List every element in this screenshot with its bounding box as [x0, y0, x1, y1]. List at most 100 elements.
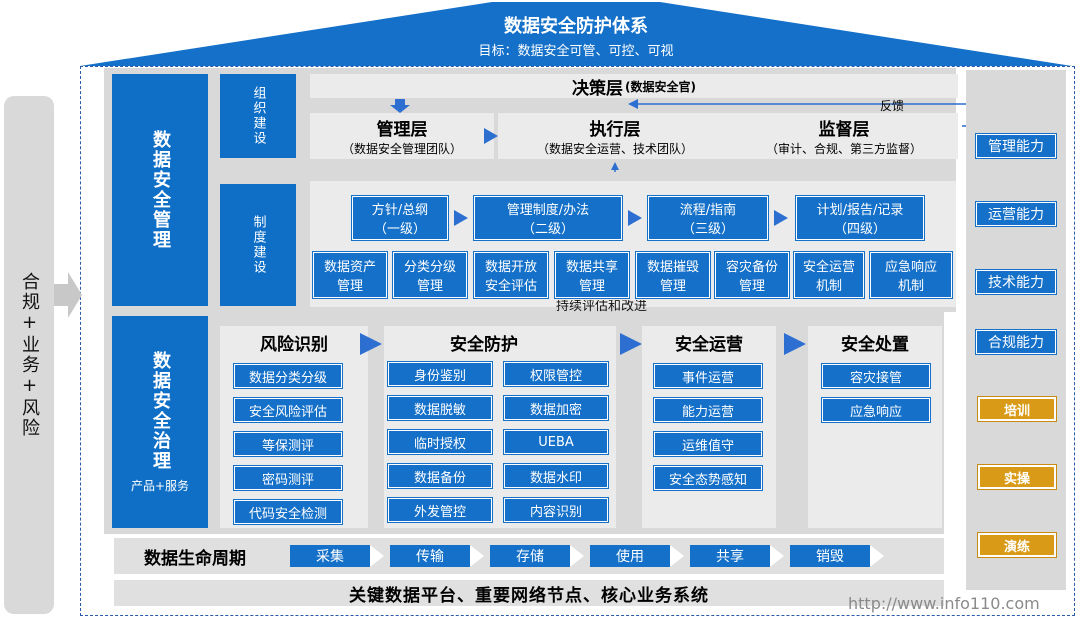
capability-practice[interactable]: 实操: [978, 465, 1056, 489]
doc-level-3-sub: （三级）: [681, 222, 734, 237]
roof-subtitle: 目标：数据安全可管、可控、可视: [478, 43, 674, 59]
risk-item-5[interactable]: 代码安全检测: [234, 500, 342, 524]
right-arrow-icon: [484, 128, 498, 144]
risk-item-4[interactable]: 密码测评: [234, 466, 342, 490]
roof: 数据安全防护体系 目标：数据安全可管、可控、可视: [80, 0, 1072, 66]
protect-item-6[interactable]: 权限管控: [504, 362, 608, 386]
policy-3-line2: 安全评估: [484, 279, 537, 294]
lifecycle-stage-4[interactable]: 使用: [590, 545, 670, 567]
protect-title: 安全防护: [450, 334, 518, 355]
feedback-line: [611, 99, 971, 172]
policy-1[interactable]: 数据资产管理: [313, 252, 387, 298]
policy-3[interactable]: 数据开放安全评估: [474, 252, 548, 298]
layer-management[interactable]: 管理层 （数据安全管理团队）: [310, 113, 494, 159]
lifecycle-stage-5[interactable]: 共享: [690, 545, 770, 567]
governance-sub: 产品+服务: [130, 478, 190, 493]
protect-panel: [384, 326, 616, 528]
policy-4-line1: 数据共享: [565, 260, 618, 275]
decision-title: 决策层: [572, 78, 623, 99]
doc-level-1-title: 方针/总纲: [371, 203, 429, 218]
policy-6-line2: 管理: [738, 279, 765, 294]
policy-7-line2: 机制: [815, 279, 842, 294]
layer-supervision[interactable]: 监督层 （审计、合规、第三方监督）: [735, 113, 953, 159]
ops-item-1[interactable]: 事件运营: [654, 364, 762, 388]
policy-4[interactable]: 数据共享管理: [555, 252, 629, 298]
policy-4-line2: 管理: [578, 279, 605, 294]
roof-title: 数据安全防护体系: [504, 15, 648, 37]
doc-level-1[interactable]: 方针/总纲 （一级）: [352, 196, 448, 240]
ops-item-2[interactable]: 能力运营: [654, 398, 762, 422]
policy-2[interactable]: 分类分级管理: [393, 252, 467, 298]
chevron-right-icon: [870, 545, 884, 567]
protect-item-1[interactable]: 身份鉴别: [388, 362, 492, 386]
ops-panel: [642, 326, 776, 528]
policy-6-line1: 容灾备份: [725, 260, 778, 275]
left-pillar-label: 合规+业务+风险: [19, 272, 40, 438]
lifecycle-stage-6[interactable]: 销毁: [790, 545, 870, 567]
foundation-label: 关键数据平台、重要网络节点、核心业务系统: [349, 585, 709, 606]
lifecycle-stage-2[interactable]: 传输: [390, 545, 470, 567]
risk-panel: [220, 326, 368, 528]
lifecycle-stage-3[interactable]: 存储: [490, 545, 570, 567]
system-build-label: 制度建设: [250, 215, 266, 275]
ops-title: 安全运营: [675, 334, 743, 355]
doc-level-2-title: 管理制度/办法: [506, 203, 590, 218]
ops-item-4[interactable]: 安全态势感知: [654, 466, 762, 490]
policy-2-line2: 管理: [416, 279, 443, 294]
doc-level-2[interactable]: 管理制度/办法 （二级）: [474, 196, 622, 240]
policy-5-line1: 数据摧毁: [646, 260, 699, 275]
doc-level-4-sub: （四级）: [833, 222, 886, 237]
left-pillar: 合规+业务+风险: [4, 96, 54, 614]
protect-item-5[interactable]: 外发管控: [388, 498, 492, 522]
risk-title: 风险识别: [260, 334, 328, 355]
policy-7[interactable]: 安全运营机制: [794, 252, 864, 298]
policy-6[interactable]: 容灾备份管理: [715, 252, 789, 298]
policy-5[interactable]: 数据摧毁管理: [636, 252, 710, 298]
ops-item-3[interactable]: 运维值守: [654, 432, 762, 456]
layer-management-title: 管理层: [376, 120, 428, 140]
risk-item-3[interactable]: 等保测评: [234, 432, 342, 456]
capability-management[interactable]: 管理能力: [976, 134, 1056, 158]
capability-technology[interactable]: 技术能力: [976, 270, 1056, 294]
house-frame: [80, 66, 1075, 616]
risk-item-2[interactable]: 安全风险评估: [234, 398, 342, 422]
protect-item-9[interactable]: 数据水印: [504, 464, 608, 488]
protect-item-3[interactable]: 临时授权: [388, 430, 492, 454]
capability-drill[interactable]: 演练: [978, 533, 1056, 557]
layer-execution-title: 执行层: [589, 120, 641, 140]
right-arrow-icon: [784, 333, 806, 355]
policy-8-line1: 应急响应: [884, 260, 937, 275]
capability-training[interactable]: 培训: [978, 397, 1056, 421]
right-arrow-icon: [774, 210, 788, 226]
org-build-label: 组织建设: [250, 86, 266, 146]
protect-item-2[interactable]: 数据脱敏: [388, 396, 492, 420]
decision-sub: (数据安全官): [625, 79, 696, 94]
chevron-right-icon: [670, 545, 684, 567]
chevron-right-icon: [770, 545, 784, 567]
right-arrow-icon: [620, 333, 642, 355]
risk-item-1[interactable]: 数据分类分级: [234, 364, 342, 388]
lifecycle-label: 数据生命周期: [144, 548, 246, 569]
capability-operations[interactable]: 运营能力: [976, 202, 1056, 226]
lifecycle-stage-1[interactable]: 采集: [290, 545, 370, 567]
protect-item-7[interactable]: 数据加密: [504, 396, 608, 420]
protect-item-8[interactable]: UEBA: [504, 430, 608, 454]
policy-1-line2: 管理: [336, 279, 363, 294]
disposal-item-1[interactable]: 容灾接管: [822, 364, 930, 388]
protect-item-10[interactable]: 内容识别: [504, 498, 608, 522]
decision-layer[interactable]: 决策层 (数据安全官): [310, 74, 958, 99]
policy-7-line1: 安全运营: [802, 260, 855, 275]
right-arrow-icon: [360, 333, 382, 355]
doc-level-3[interactable]: 流程/指南 （三级）: [648, 196, 768, 240]
layer-management-sub: （数据安全管理团队）: [341, 142, 462, 156]
policy-8[interactable]: 应急响应机制: [870, 252, 952, 298]
doc-level-4[interactable]: 计划/报告/记录 （四级）: [796, 196, 924, 240]
protect-item-4[interactable]: 数据备份: [388, 464, 492, 488]
layer-execution-sub: （数据安全运营、技术团队）: [536, 142, 693, 156]
capability-compliance[interactable]: 合规能力: [976, 330, 1056, 354]
disposal-item-2[interactable]: 应急响应: [822, 398, 930, 422]
policy-8-line2: 机制: [897, 279, 924, 294]
layer-execution[interactable]: 执行层 （数据安全运营、技术团队）: [505, 113, 725, 159]
foundation-band: 关键数据平台、重要网络节点、核心业务系统: [114, 580, 944, 606]
disposal-title: 安全处置: [841, 334, 909, 355]
